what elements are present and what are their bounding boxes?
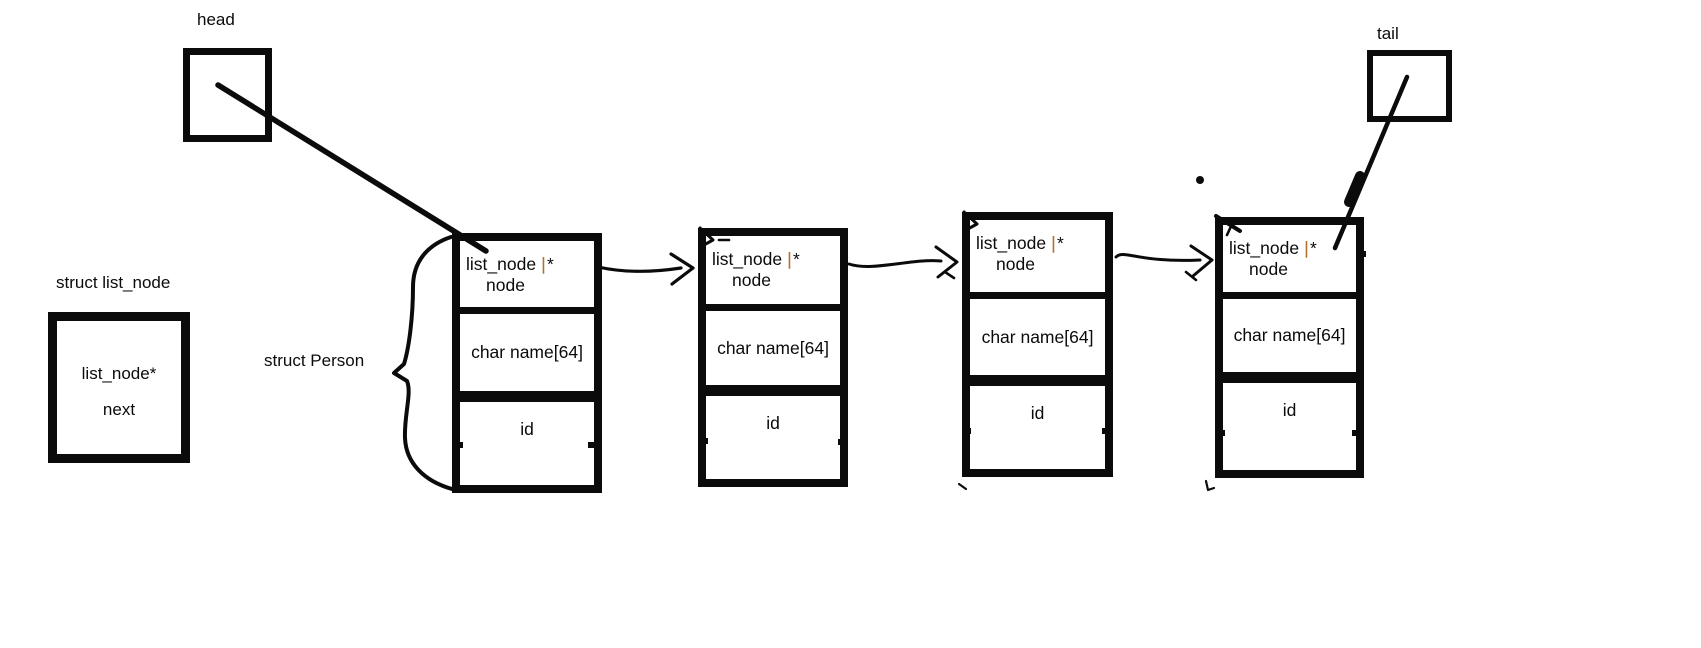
tail-label: tail: [1377, 24, 1399, 43]
pointer-star: *: [1309, 238, 1317, 258]
node-pointer-cell: list_node|* node: [970, 220, 1105, 292]
person-node-3: list_node|* node char name[64] id: [962, 212, 1113, 477]
tail-pointer-box: [1367, 50, 1452, 122]
pointer-star: *: [546, 254, 554, 274]
pointer-type-text: list_node: [976, 233, 1047, 253]
person-node-2: list_node|* node char name[64] id: [698, 228, 848, 487]
pointer-type-text: list_node: [1229, 238, 1300, 258]
text-cursor-tick: |: [1051, 233, 1056, 253]
node-name-cell: char name[64]: [1223, 292, 1356, 372]
text-cursor-tick: |: [541, 254, 546, 274]
pointer-field-text: node: [732, 270, 771, 290]
node3-arrowhead: [934, 245, 959, 279]
list-node-pointer-type: list_node*: [81, 363, 157, 383]
head-label: head: [197, 10, 235, 29]
tail-arrowhead: [1344, 171, 1365, 207]
node-id-cell: id: [970, 375, 1105, 469]
pointer-type-text: list_node: [712, 249, 783, 269]
node-id-cell: id: [706, 385, 840, 479]
person-node-1: list_node|* node char name[64] id: [452, 233, 602, 493]
node-pointer-cell: list_node|* node: [460, 241, 594, 307]
head-pointer-box: [183, 48, 272, 142]
node-name-cell: char name[64]: [970, 292, 1105, 375]
stray-dot: [1196, 176, 1204, 184]
pointer-star: *: [1056, 233, 1064, 253]
text-cursor-tick: |: [787, 249, 792, 269]
pointer-field-text: node: [486, 275, 525, 295]
person-node-4: list_node|* node char name[64] id: [1215, 217, 1364, 478]
node-name-cell: char name[64]: [460, 307, 594, 391]
node-id-cell: id: [1223, 372, 1356, 470]
node-pointer-cell: list_node|* node: [706, 236, 840, 304]
node3-stray-tick: [957, 482, 968, 491]
node4-arrowhead: [1189, 244, 1214, 278]
node1-to-node2-arrow: [596, 265, 683, 273]
node-id-cell: id: [460, 391, 594, 485]
struct-person-label: struct Person: [264, 351, 365, 370]
node2-arrowhead: [669, 252, 695, 286]
pointer-type-text: list_node: [466, 254, 537, 274]
struct-list-node-label: struct list_node: [56, 273, 171, 292]
struct-person-brace: [392, 235, 454, 491]
pointer-field-text: node: [996, 254, 1035, 274]
node2-to-node3-arrow: [847, 259, 943, 268]
node4-stray-tick: [1204, 479, 1216, 492]
list-node-pointer-field: next: [102, 399, 136, 419]
node-pointer-cell: list_node|* node: [1223, 225, 1356, 292]
pointer-star: *: [792, 249, 800, 269]
text-cursor-tick: |: [1304, 238, 1309, 258]
struct-list-node-box: list_node* next: [48, 312, 190, 463]
node4-arrowhead-extra-stroke: [1184, 270, 1198, 282]
node3-arrowhead-extra-stroke: [943, 270, 956, 280]
node3-to-node4-arrow: [1114, 253, 1202, 262]
pointer-field-text: node: [1249, 259, 1288, 279]
node-name-cell: char name[64]: [706, 304, 840, 385]
